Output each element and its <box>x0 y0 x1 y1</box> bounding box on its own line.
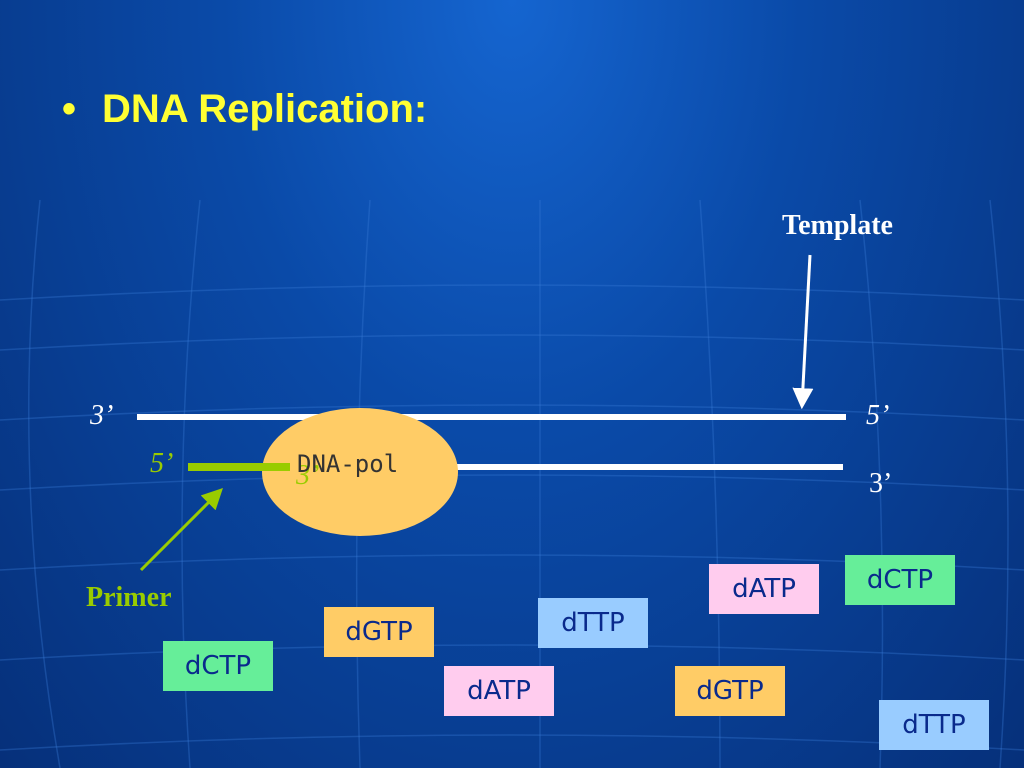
nucleotide-box: dCTP <box>845 555 955 605</box>
nucleotide-box: dCTP <box>163 641 273 691</box>
slide-title-text: DNA Replication: <box>102 87 428 131</box>
template-5-prime-end: 5’ <box>866 400 890 431</box>
primer-label: Primer <box>86 582 172 613</box>
nucleotide-box: dATP <box>709 564 819 614</box>
nucleotide-box: dGTP <box>324 607 434 657</box>
bullet-icon: • <box>62 87 77 131</box>
primer-3-prime-end: 3’ <box>296 460 320 491</box>
template-3-prime-end: 3’ <box>90 400 114 431</box>
template-label: Template <box>782 210 893 241</box>
nucleotide-box: dTTP <box>879 700 989 750</box>
dna-polymerase-label: DNA-pol <box>297 450 399 478</box>
nucleotide-box: dATP <box>444 666 554 716</box>
primer-5-prime-end: 5’ <box>150 448 174 479</box>
primer-arrow <box>139 488 223 572</box>
slide-title: • DNA Replication: <box>62 84 427 134</box>
nucleotide-box: dGTP <box>675 666 785 716</box>
new-strand-3-prime-end: 3’ <box>869 468 893 499</box>
dna-polymerase <box>262 408 458 536</box>
nucleotide-box: dTTP <box>538 598 648 648</box>
template-arrow <box>792 254 814 410</box>
